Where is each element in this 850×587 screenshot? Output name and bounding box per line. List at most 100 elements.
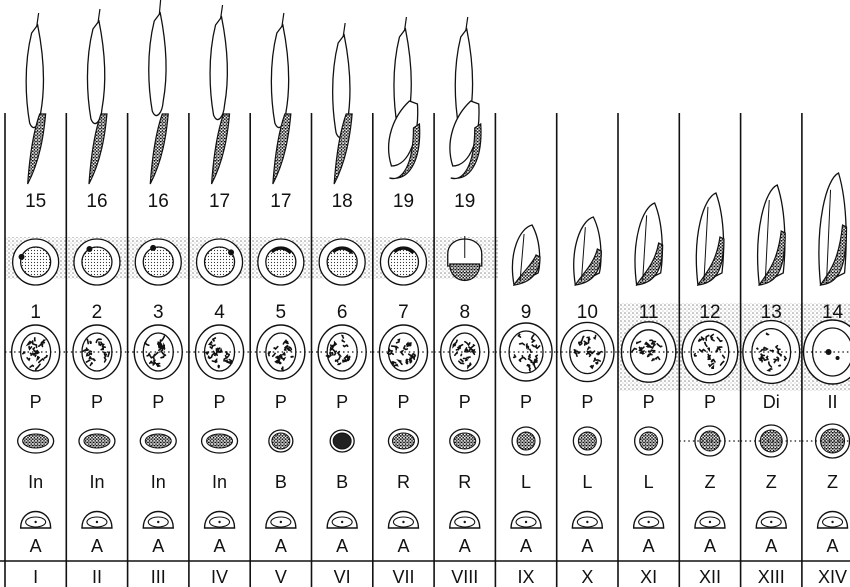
stage-column: 175PBAV — [250, 13, 311, 587]
spermatocyte-label: II — [828, 392, 838, 412]
stage-roman-numeral: IX — [518, 567, 535, 587]
nucleolus — [464, 521, 466, 523]
stage-column: 174PInAIV — [189, 5, 250, 587]
early-germ-cell — [388, 429, 418, 453]
cell-nucleus — [207, 434, 233, 448]
cell-nucleus — [392, 433, 414, 449]
spermatid-step-label: 6 — [337, 302, 348, 323]
elongating-spermatid — [574, 217, 602, 285]
spermatid-step-number: 18 — [332, 191, 353, 212]
spermatogonium-label: A — [520, 536, 532, 556]
spermatid-step-label: 3 — [153, 302, 164, 323]
stage-column: 186PBAVI — [312, 23, 373, 587]
stage-column: 162PInAII — [66, 9, 127, 587]
spermatogonium-label: A — [397, 536, 409, 556]
early-germ-cell — [79, 429, 115, 453]
pachytene-spermatocyte — [312, 325, 373, 379]
stage-column: 11PLAXI — [618, 203, 679, 587]
round-spermatid — [135, 239, 181, 285]
spermatocyte-label: P — [30, 392, 42, 412]
spermatogonium-a — [634, 512, 664, 529]
round-spermatid — [197, 239, 243, 285]
pachytene-spermatocyte — [66, 325, 127, 379]
nucleolus — [647, 521, 649, 523]
spermatid-cytoplasm — [26, 25, 43, 128]
early-germ-cell — [512, 427, 540, 455]
elongated-spermatid — [333, 23, 353, 184]
early-germ-cell — [573, 427, 601, 455]
spermatogonium-label: A — [275, 536, 287, 556]
spermatogonium-a — [82, 512, 112, 529]
germ-cell-label: Z — [704, 472, 715, 492]
nucleolus — [770, 521, 772, 523]
cell-nucleus — [578, 432, 596, 450]
spermatocyte-label: P — [520, 392, 532, 412]
spermatogonium-label: A — [581, 536, 593, 556]
germ-cell-label: L — [644, 472, 654, 492]
pachytene-spermatocyte — [434, 325, 495, 379]
early-germ-cell — [18, 429, 54, 453]
spermatogonium-label: A — [214, 536, 226, 556]
spermatocyte-label: P — [336, 392, 348, 412]
spermatogonium-a — [327, 512, 357, 529]
pachytene-spermatocyte — [5, 325, 66, 379]
pachytene-spermatocyte — [557, 322, 618, 381]
stage-roman-numeral: XI — [640, 567, 657, 587]
nucleolus — [525, 521, 527, 523]
early-germ-cell — [679, 426, 740, 456]
spermatid-nucleus — [21, 247, 51, 277]
spermatid-nucleus — [82, 247, 112, 277]
spermatogonium-label: A — [643, 536, 655, 556]
round-spermatid — [258, 239, 304, 285]
spermatogonium-a — [21, 512, 51, 529]
germ-cell-label: L — [521, 472, 531, 492]
elongating-spermatid — [758, 185, 786, 285]
nucleolus — [280, 521, 282, 523]
cell-nucleus — [333, 433, 351, 449]
cell-nucleus — [272, 433, 290, 449]
elongated-spermatid — [149, 0, 169, 184]
cell-nucleus — [454, 433, 476, 449]
elongated-spermatid — [450, 17, 481, 179]
cell-nucleus — [145, 434, 171, 448]
pachytene-spermatocyte — [128, 325, 189, 379]
germ-cell-label: In — [28, 472, 43, 492]
spermatid-step-label: 13 — [761, 302, 782, 323]
acrosomal-granule — [150, 245, 156, 251]
spermatogonium-label: A — [91, 536, 103, 556]
spermatid-head — [212, 114, 230, 184]
stage-roman-numeral: VI — [334, 567, 351, 587]
elongating-spermatid — [696, 193, 724, 285]
stage-roman-numeral: V — [275, 567, 287, 587]
early-germ-cell — [140, 429, 176, 453]
nucleolus — [709, 521, 711, 523]
germ-cell-label: In — [212, 472, 227, 492]
spermatid-step-label: 4 — [214, 302, 225, 323]
spermatocyte-label: P — [704, 392, 716, 412]
spermatid-step-number: 17 — [209, 191, 230, 212]
cell-nucleus — [84, 434, 110, 448]
spermatid-cytoplasm — [271, 25, 288, 128]
cell-nucleus — [640, 432, 658, 450]
spermatogonium-label: A — [336, 536, 348, 556]
spermatid-step-number: 19 — [393, 191, 414, 212]
nucleolus — [34, 521, 36, 523]
chromosome — [836, 356, 840, 360]
elongated-spermatid — [26, 13, 46, 184]
spermatogonium-a — [143, 512, 173, 529]
spermatocyte-label: P — [214, 392, 226, 412]
stage-column: 163PInAIII — [128, 0, 189, 587]
elongated-spermatid — [389, 17, 420, 179]
spermatogonium-a — [756, 512, 786, 529]
spermatocyte-label: P — [275, 392, 287, 412]
acrosomal-granule — [19, 254, 25, 260]
spermatid-cytoplasm — [149, 13, 166, 116]
stage-roman-numeral: XIII — [758, 567, 785, 587]
stage-roman-numeral: I — [33, 567, 38, 587]
spermatogonium-a — [450, 512, 480, 529]
germ-cell-label: In — [89, 472, 104, 492]
spermatid-head — [89, 114, 107, 184]
spermatid-step-label: 8 — [459, 302, 470, 323]
